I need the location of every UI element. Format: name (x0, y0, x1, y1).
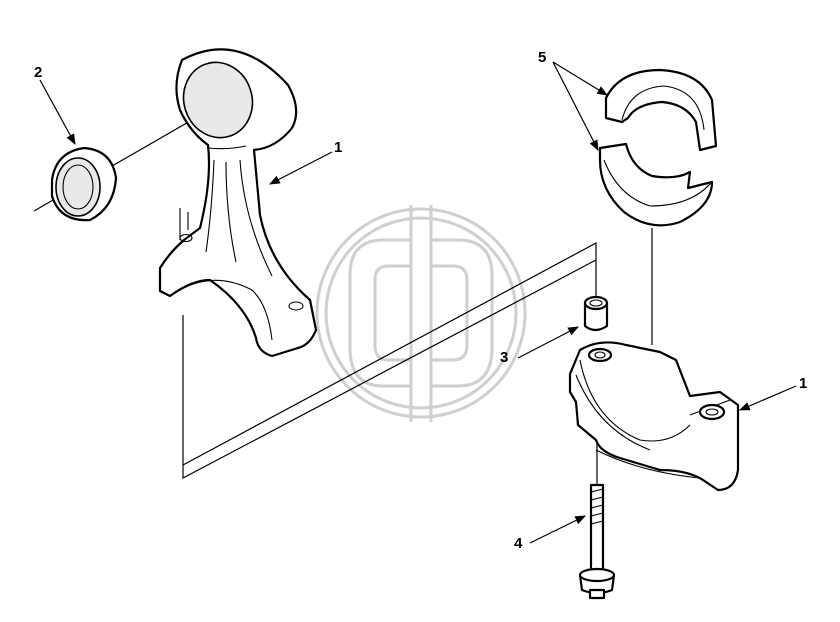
callout-1-rod: 1 (269, 139, 342, 185)
dowel-sleeve (583, 295, 609, 332)
callout-label: 1 (799, 375, 807, 392)
callout-label: 2 (34, 64, 42, 81)
callout-2-bushing: 2 (34, 64, 76, 145)
callout-1-cap: 1 (739, 375, 807, 411)
callout-label: 1 (334, 139, 342, 156)
connecting-rod-cap (568, 341, 740, 492)
piston-pin-bushing (50, 146, 118, 222)
callout-label: 4 (514, 535, 523, 552)
alignment-lines (33, 89, 653, 485)
rod-bolt (578, 483, 616, 600)
watermark-logo-icon (315, 205, 527, 422)
callout-3-dowel: 3 (500, 326, 579, 366)
callout-label: 3 (500, 349, 508, 366)
connecting-rod (158, 48, 318, 358)
callout-4-bolt: 4 (514, 515, 586, 552)
bearing-shells (598, 68, 718, 227)
callout-5-bearings: 5 (538, 49, 608, 151)
callout-label: 5 (538, 49, 546, 66)
